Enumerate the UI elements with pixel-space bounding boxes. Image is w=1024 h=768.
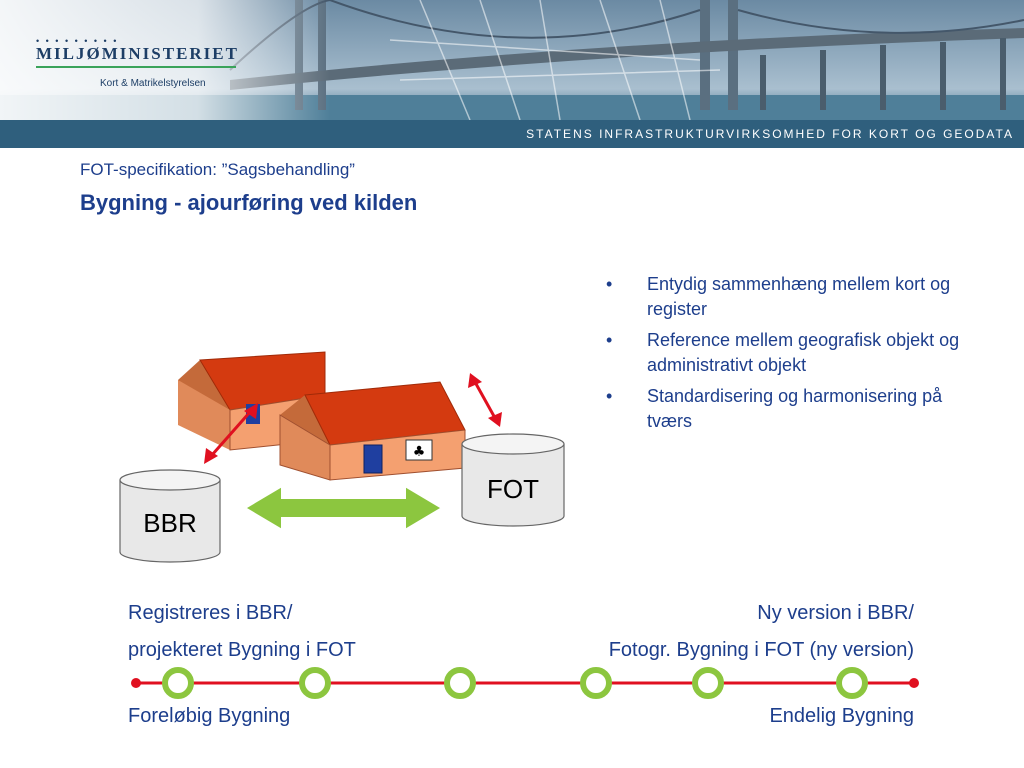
timeline-node (162, 667, 194, 699)
bullet-item: Standardisering og harmonisering på tvær… (604, 384, 964, 434)
logo-dots: • • • • • • • • • (36, 36, 119, 46)
building-diagram: ♣ BBR FOT (119, 351, 565, 563)
bullet-item: Entydig sammenhæng mellem kort og regist… (604, 272, 964, 322)
fot-label: FOT (487, 474, 539, 504)
timeline-bottom-right: Endelig Bygning (769, 705, 914, 727)
header-tagline: STATENS INFRASTRUKTURVIRKSOMHED FOR KORT… (526, 127, 1014, 141)
timeline-node (836, 667, 868, 699)
timeline-node (580, 667, 612, 699)
slide-title: Bygning - ajourføring ved kilden (80, 190, 418, 215)
logo-agency-name: Kort & Matrikelstyrelsen (100, 78, 206, 89)
timeline-top-left-line1: Registreres i BBR/ (128, 602, 293, 624)
timeline-node (444, 667, 476, 699)
timeline-node (692, 667, 724, 699)
logo-divider (36, 66, 236, 68)
timeline (131, 667, 919, 699)
bbr-label: BBR (143, 508, 196, 538)
bbr-database (119, 469, 221, 563)
timeline-top-left-line2: projekteret Bygning i FOT (128, 639, 356, 661)
timeline-start-dot (131, 678, 141, 688)
green-double-arrow (243, 484, 444, 532)
tagline-strip (0, 120, 1024, 148)
red-arrow-fot (468, 373, 502, 427)
timeline-end-dot (909, 678, 919, 688)
bullet-item: Reference mellem geografisk objekt og ad… (604, 328, 964, 378)
logo-ministry-name: MILJØMINISTERIET (36, 44, 239, 63)
svg-text:♣: ♣ (413, 444, 426, 460)
timeline-node (299, 667, 331, 699)
slide-subtitle: FOT-specifikation: ”Sagsbehandling” (80, 160, 355, 179)
timeline-top-right-line2: Fotogr. Bygning i FOT (ny version) (608, 639, 914, 661)
fot-database (461, 433, 565, 527)
timeline-bottom-left: Foreløbig Bygning (128, 705, 291, 727)
logo-backdrop (0, 0, 330, 120)
header-banner: • • • • • • • • • MILJØMINISTERIET Kort … (0, 0, 1024, 148)
timeline-top-right-line1: Ny version i BBR/ (757, 602, 914, 624)
bullet-list: Entydig sammenhæng mellem kort og regist… (604, 272, 964, 440)
house-front: ♣ (279, 381, 466, 481)
red-arrow-bbr (204, 403, 258, 464)
